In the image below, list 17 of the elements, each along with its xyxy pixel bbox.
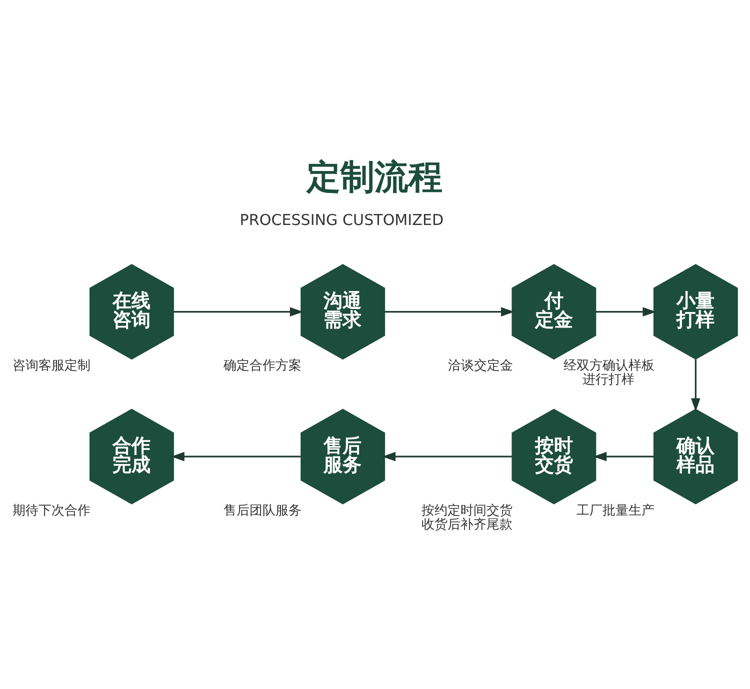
- arrow: [384, 306, 514, 316]
- arrow: [593, 451, 654, 461]
- node-label: 咨询客服定制: [12, 358, 91, 374]
- node-label: 工厂批量生产: [576, 502, 655, 518]
- arrow: [596, 306, 656, 316]
- node-label: 确定合作方案: [224, 358, 302, 374]
- arrow: [691, 358, 700, 412]
- node-label: 售后团队服务: [224, 502, 302, 518]
- node-label: 期待下次合作: [12, 502, 91, 518]
- arrow: [174, 306, 304, 316]
- diagram-title: 定制流程: [306, 156, 443, 197]
- arrow: [382, 451, 512, 461]
- node-label: 经双方确认样板进行打样: [563, 358, 654, 388]
- node-label: 按约定时间交货收货后补齐尾款: [422, 502, 513, 532]
- arrow: [171, 451, 301, 461]
- node-label: 洽谈交定金: [448, 358, 513, 374]
- label: PROCESSING CUSTOMIZED: [240, 210, 444, 228]
